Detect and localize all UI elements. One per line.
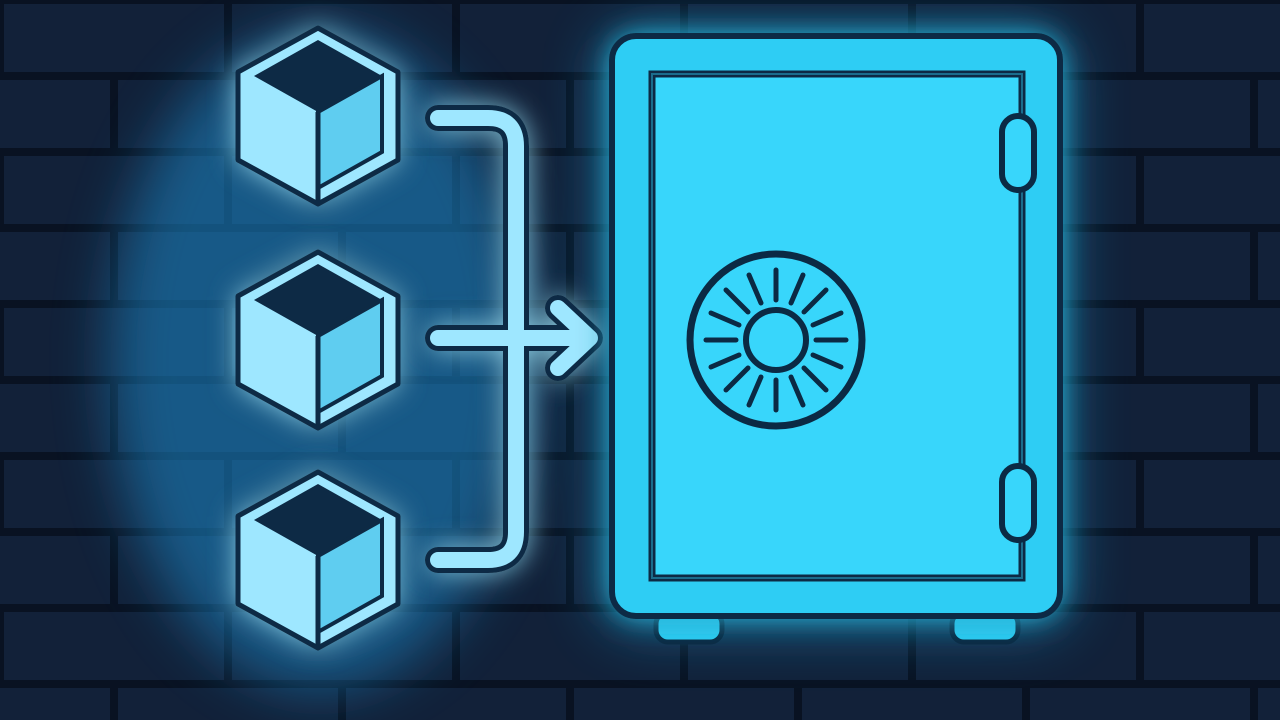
arrow-right-icon bbox=[425, 105, 603, 573]
combination-dial-icon bbox=[686, 250, 866, 430]
cube-icon bbox=[235, 25, 401, 207]
safe-icon bbox=[609, 33, 1063, 645]
safe-hinge bbox=[999, 113, 1037, 193]
safe-hinge bbox=[999, 463, 1037, 543]
cube-icon bbox=[235, 249, 401, 431]
cube-icon bbox=[235, 469, 401, 651]
